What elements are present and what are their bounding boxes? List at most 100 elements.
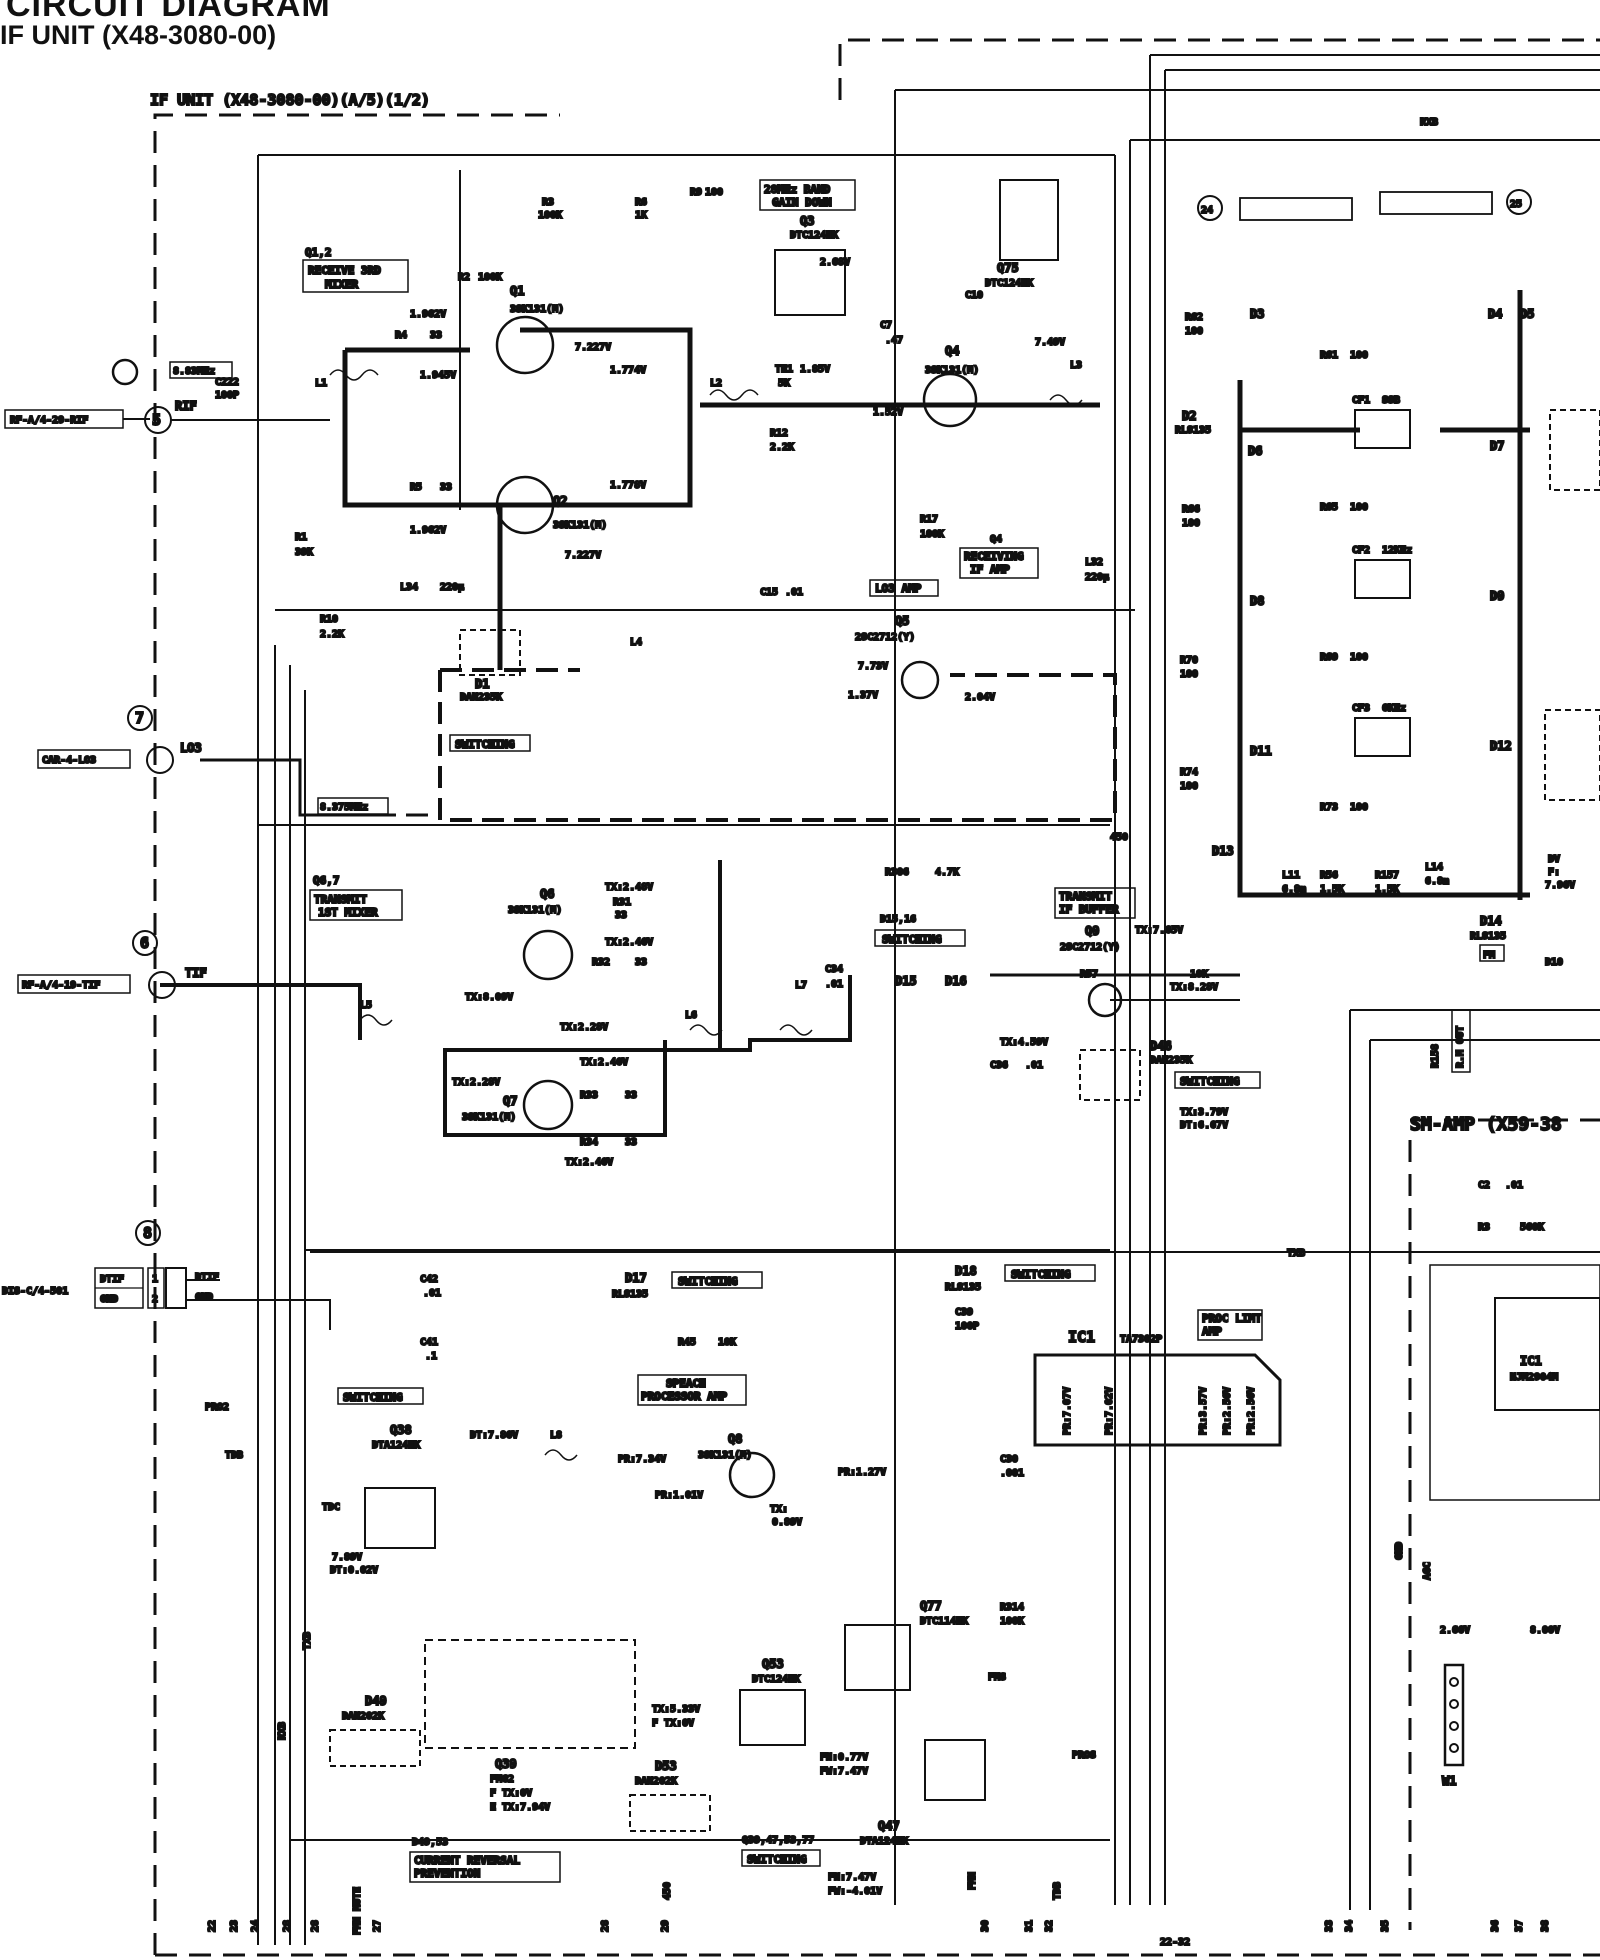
svg-text:TDC: TDC bbox=[322, 1502, 340, 1513]
svg-text:RECEIVING: RECEIVING bbox=[964, 550, 1024, 563]
bottom-pin-9: 31 bbox=[1024, 1920, 1035, 1932]
svg-text:C2: C2 bbox=[1478, 1180, 1490, 1191]
svg-text:C7: C7 bbox=[880, 320, 892, 331]
svg-text:DAN202K: DAN202K bbox=[635, 1776, 677, 1787]
svg-text:DAN202K: DAN202K bbox=[342, 1711, 384, 1722]
svg-text:Q75: Q75 bbox=[997, 261, 1019, 275]
svg-text:D6: D6 bbox=[1248, 444, 1262, 458]
svg-text:RXB: RXB bbox=[277, 1722, 288, 1740]
svg-text:SM-AMP (X59-38: SM-AMP (X59-38 bbox=[1410, 1114, 1562, 1135]
svg-text:7.89V: 7.89V bbox=[332, 1552, 362, 1563]
svg-text:.01: .01 bbox=[825, 979, 843, 990]
bottom-pin-8: 30 bbox=[980, 1920, 991, 1932]
svg-text:R32: R32 bbox=[592, 957, 610, 968]
svg-text:Q6: Q6 bbox=[540, 887, 554, 901]
svg-text:R157: R157 bbox=[1375, 870, 1399, 881]
svg-text:DTA124EK: DTA124EK bbox=[860, 1836, 908, 1847]
svg-text:PROC LIMT: PROC LIMT bbox=[1202, 1312, 1262, 1325]
svg-text:5: 5 bbox=[152, 411, 161, 429]
svg-text:IF AMP: IF AMP bbox=[970, 563, 1010, 576]
svg-text:PR:1.01V: PR:1.01V bbox=[655, 1490, 703, 1501]
bottom-pin-14: 36 bbox=[1490, 1920, 1501, 1932]
svg-text:FMN: FMN bbox=[967, 1872, 978, 1890]
svg-text:Q53: Q53 bbox=[762, 1657, 784, 1671]
svg-text:GND: GND bbox=[1394, 1542, 1405, 1560]
svg-text:TX:2.48V: TX:2.48V bbox=[605, 882, 653, 893]
diagram-title: CIRCUIT DIAGRAM bbox=[6, 0, 331, 24]
svg-text:2: 2 bbox=[152, 1294, 158, 1305]
svg-text:RLS135: RLS135 bbox=[1470, 931, 1506, 942]
svg-text:3SK131(M): 3SK131(M) bbox=[698, 1450, 752, 1461]
svg-text:AMP: AMP bbox=[1202, 1325, 1222, 1338]
svg-text:7.73V: 7.73V bbox=[858, 661, 888, 672]
svg-text:3SK131(M): 3SK131(M) bbox=[553, 520, 607, 531]
svg-text:TX:2.46V: TX:2.46V bbox=[580, 1057, 628, 1068]
svg-text:1.945V: 1.945V bbox=[420, 370, 456, 381]
svg-text:8.83MHz: 8.83MHz bbox=[173, 366, 215, 377]
svg-text:450: 450 bbox=[662, 1882, 673, 1900]
q75: Q75 DTC124EK C10 bbox=[964, 179, 1059, 302]
svg-text:1.774V: 1.774V bbox=[610, 365, 646, 376]
svg-text:CF3: CF3 bbox=[1352, 703, 1370, 714]
tx-mixer-signal-path bbox=[443, 860, 722, 1137]
d1-switching: D1 DAN235K SWITCHING bbox=[449, 629, 531, 752]
svg-text:PREVENTION: PREVENTION bbox=[414, 1867, 480, 1880]
svg-text:PR:7.07V: PR:7.07V bbox=[1062, 1387, 1073, 1435]
svg-text:33: 33 bbox=[430, 330, 442, 341]
svg-text:R33: R33 bbox=[580, 1090, 598, 1101]
svg-text:100: 100 bbox=[1180, 669, 1198, 680]
svg-text:4.7K: 4.7K bbox=[935, 867, 959, 878]
svg-text:IC1: IC1 bbox=[1520, 1354, 1542, 1368]
svg-text:.001: .001 bbox=[1000, 1468, 1024, 1479]
svg-text:R17: R17 bbox=[920, 514, 938, 525]
svg-text:2.68V: 2.68V bbox=[820, 257, 850, 268]
svg-text:8: 8 bbox=[143, 1224, 152, 1242]
svg-text:GND: GND bbox=[100, 1294, 118, 1305]
svg-text:GND: GND bbox=[195, 1292, 213, 1303]
svg-text:PR:2.56V: PR:2.56V bbox=[1246, 1387, 1257, 1435]
svg-text:33: 33 bbox=[615, 910, 627, 921]
svg-text:D15,16: D15,16 bbox=[880, 914, 916, 925]
svg-text:DTA124EK: DTA124EK bbox=[372, 1440, 420, 1451]
svg-text:PRO2: PRO2 bbox=[205, 1402, 229, 1413]
svg-text:1.962V: 1.962V bbox=[410, 309, 446, 320]
svg-text:L14: L14 bbox=[1425, 862, 1443, 873]
svg-text:100: 100 bbox=[1182, 518, 1200, 529]
svg-text:C30: C30 bbox=[1000, 1454, 1018, 1465]
svg-text:100: 100 bbox=[1180, 781, 1198, 792]
svg-text:TXB: TXB bbox=[302, 1632, 313, 1650]
svg-text:D15: D15 bbox=[895, 974, 917, 988]
svg-text:1.5K: 1.5K bbox=[1375, 884, 1399, 895]
svg-text:IC1: IC1 bbox=[1068, 1328, 1095, 1346]
svg-text:R34: R34 bbox=[580, 1137, 598, 1148]
svg-text:R1: R1 bbox=[295, 532, 307, 543]
svg-text:2.2K: 2.2K bbox=[320, 629, 344, 640]
svg-text:7.49V: 7.49V bbox=[1035, 337, 1065, 348]
svg-text:CURRENT REVERSAL: CURRENT REVERSAL bbox=[414, 1854, 520, 1867]
svg-text:C42: C42 bbox=[420, 1274, 438, 1285]
svg-text:PROCESSOR AMP: PROCESSOR AMP bbox=[641, 1390, 727, 1403]
svg-text:DT:7.86V: DT:7.86V bbox=[470, 1430, 518, 1441]
svg-text:D16: D16 bbox=[945, 974, 967, 988]
svg-text:D49: D49 bbox=[365, 1694, 387, 1708]
svg-text:100: 100 bbox=[1185, 326, 1203, 337]
svg-text:W1: W1 bbox=[1442, 1774, 1456, 1788]
svg-text:D8: D8 bbox=[1250, 594, 1264, 608]
svg-text:FW:-4.01V: FW:-4.01V bbox=[828, 1886, 882, 1897]
svg-text:DTC124EK: DTC124EK bbox=[752, 1674, 800, 1685]
svg-text:PR:2.56V: PR:2.56V bbox=[1222, 1387, 1233, 1435]
unit-label: IF UNIT (X48-3080-00)(A/5)(1/2) bbox=[150, 91, 430, 109]
svg-text:TDB: TDB bbox=[225, 1450, 243, 1461]
bottom-pin-5: 27 bbox=[372, 1920, 383, 1932]
svg-text:L8: L8 bbox=[550, 1430, 562, 1441]
svg-text:Q4: Q4 bbox=[945, 344, 959, 358]
svg-text:R62: R62 bbox=[1185, 312, 1203, 323]
svg-text:8.00V: 8.00V bbox=[1530, 1625, 1560, 1636]
svg-text:R306: R306 bbox=[885, 867, 909, 878]
lo3-dashed-path bbox=[438, 670, 1117, 822]
svg-text:TXB: TXB bbox=[1287, 1248, 1305, 1259]
svg-text:Q3: Q3 bbox=[800, 214, 814, 228]
bottom-pin-13: 35 bbox=[1380, 1920, 1391, 1932]
